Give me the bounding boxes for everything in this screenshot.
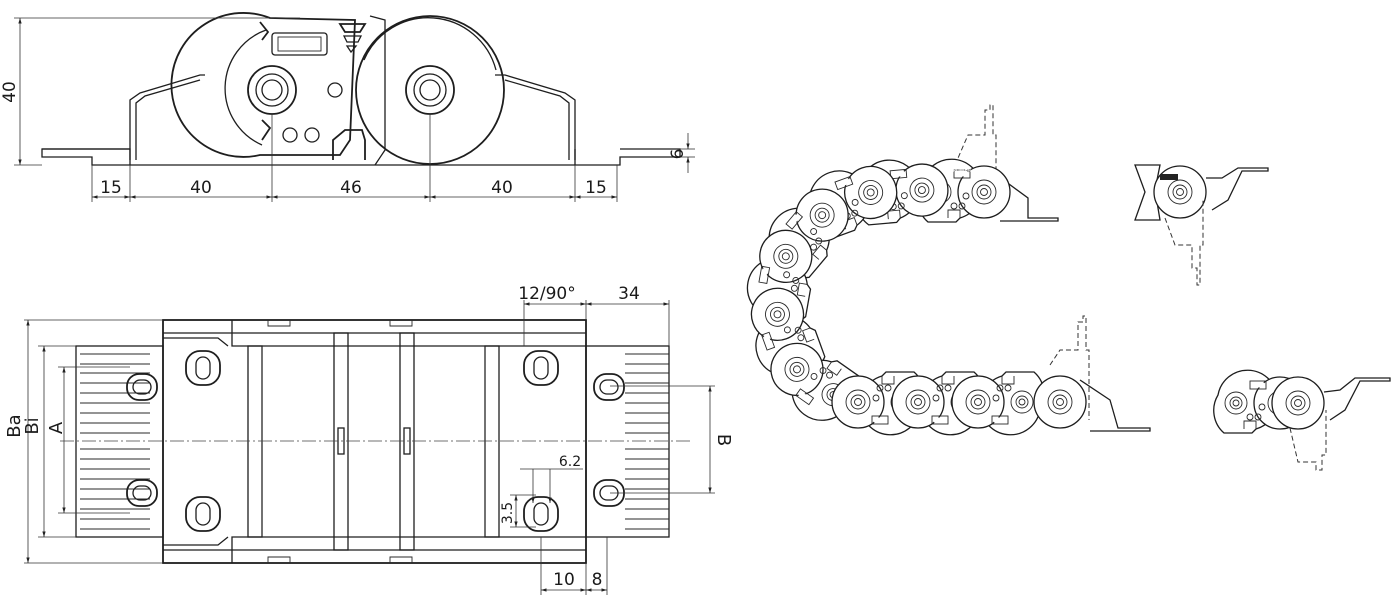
dim-10: 10 xyxy=(553,570,575,590)
right-comb xyxy=(585,345,670,538)
dim-15-right: 15 xyxy=(585,178,607,198)
end-link-top xyxy=(1134,164,1269,286)
label-a: A xyxy=(46,421,67,434)
dim-40-right: 40 xyxy=(491,178,513,198)
dim-46: 46 xyxy=(340,178,362,198)
pitch-angle-dim: 12/90° xyxy=(518,284,576,304)
label-ba: Ba xyxy=(4,414,25,437)
link-label: POWER xyxy=(953,168,972,174)
dim-34: 34 xyxy=(618,284,640,304)
slot-width-dim: 6.2 xyxy=(559,454,581,470)
dim-40-left: 40 xyxy=(190,178,212,198)
chain-assembly: POWER xyxy=(737,104,1391,471)
top-view: Ba Bi A B 12/90° 34 6.2 3.5 10 8 xyxy=(4,284,734,595)
flange-dim: 6 xyxy=(668,149,688,160)
height-dim: 40 xyxy=(0,81,20,103)
dim-8: 8 xyxy=(592,570,603,590)
label-b: B xyxy=(713,434,734,446)
dim-15-left: 15 xyxy=(100,178,122,198)
left-comb xyxy=(75,345,164,538)
side-view: 40 6 15 40 46 40 15 xyxy=(0,12,695,202)
label-bi: Bi xyxy=(22,417,43,434)
end-link-bottom xyxy=(1213,369,1391,471)
slot-height-dim: 3.5 xyxy=(500,502,516,524)
